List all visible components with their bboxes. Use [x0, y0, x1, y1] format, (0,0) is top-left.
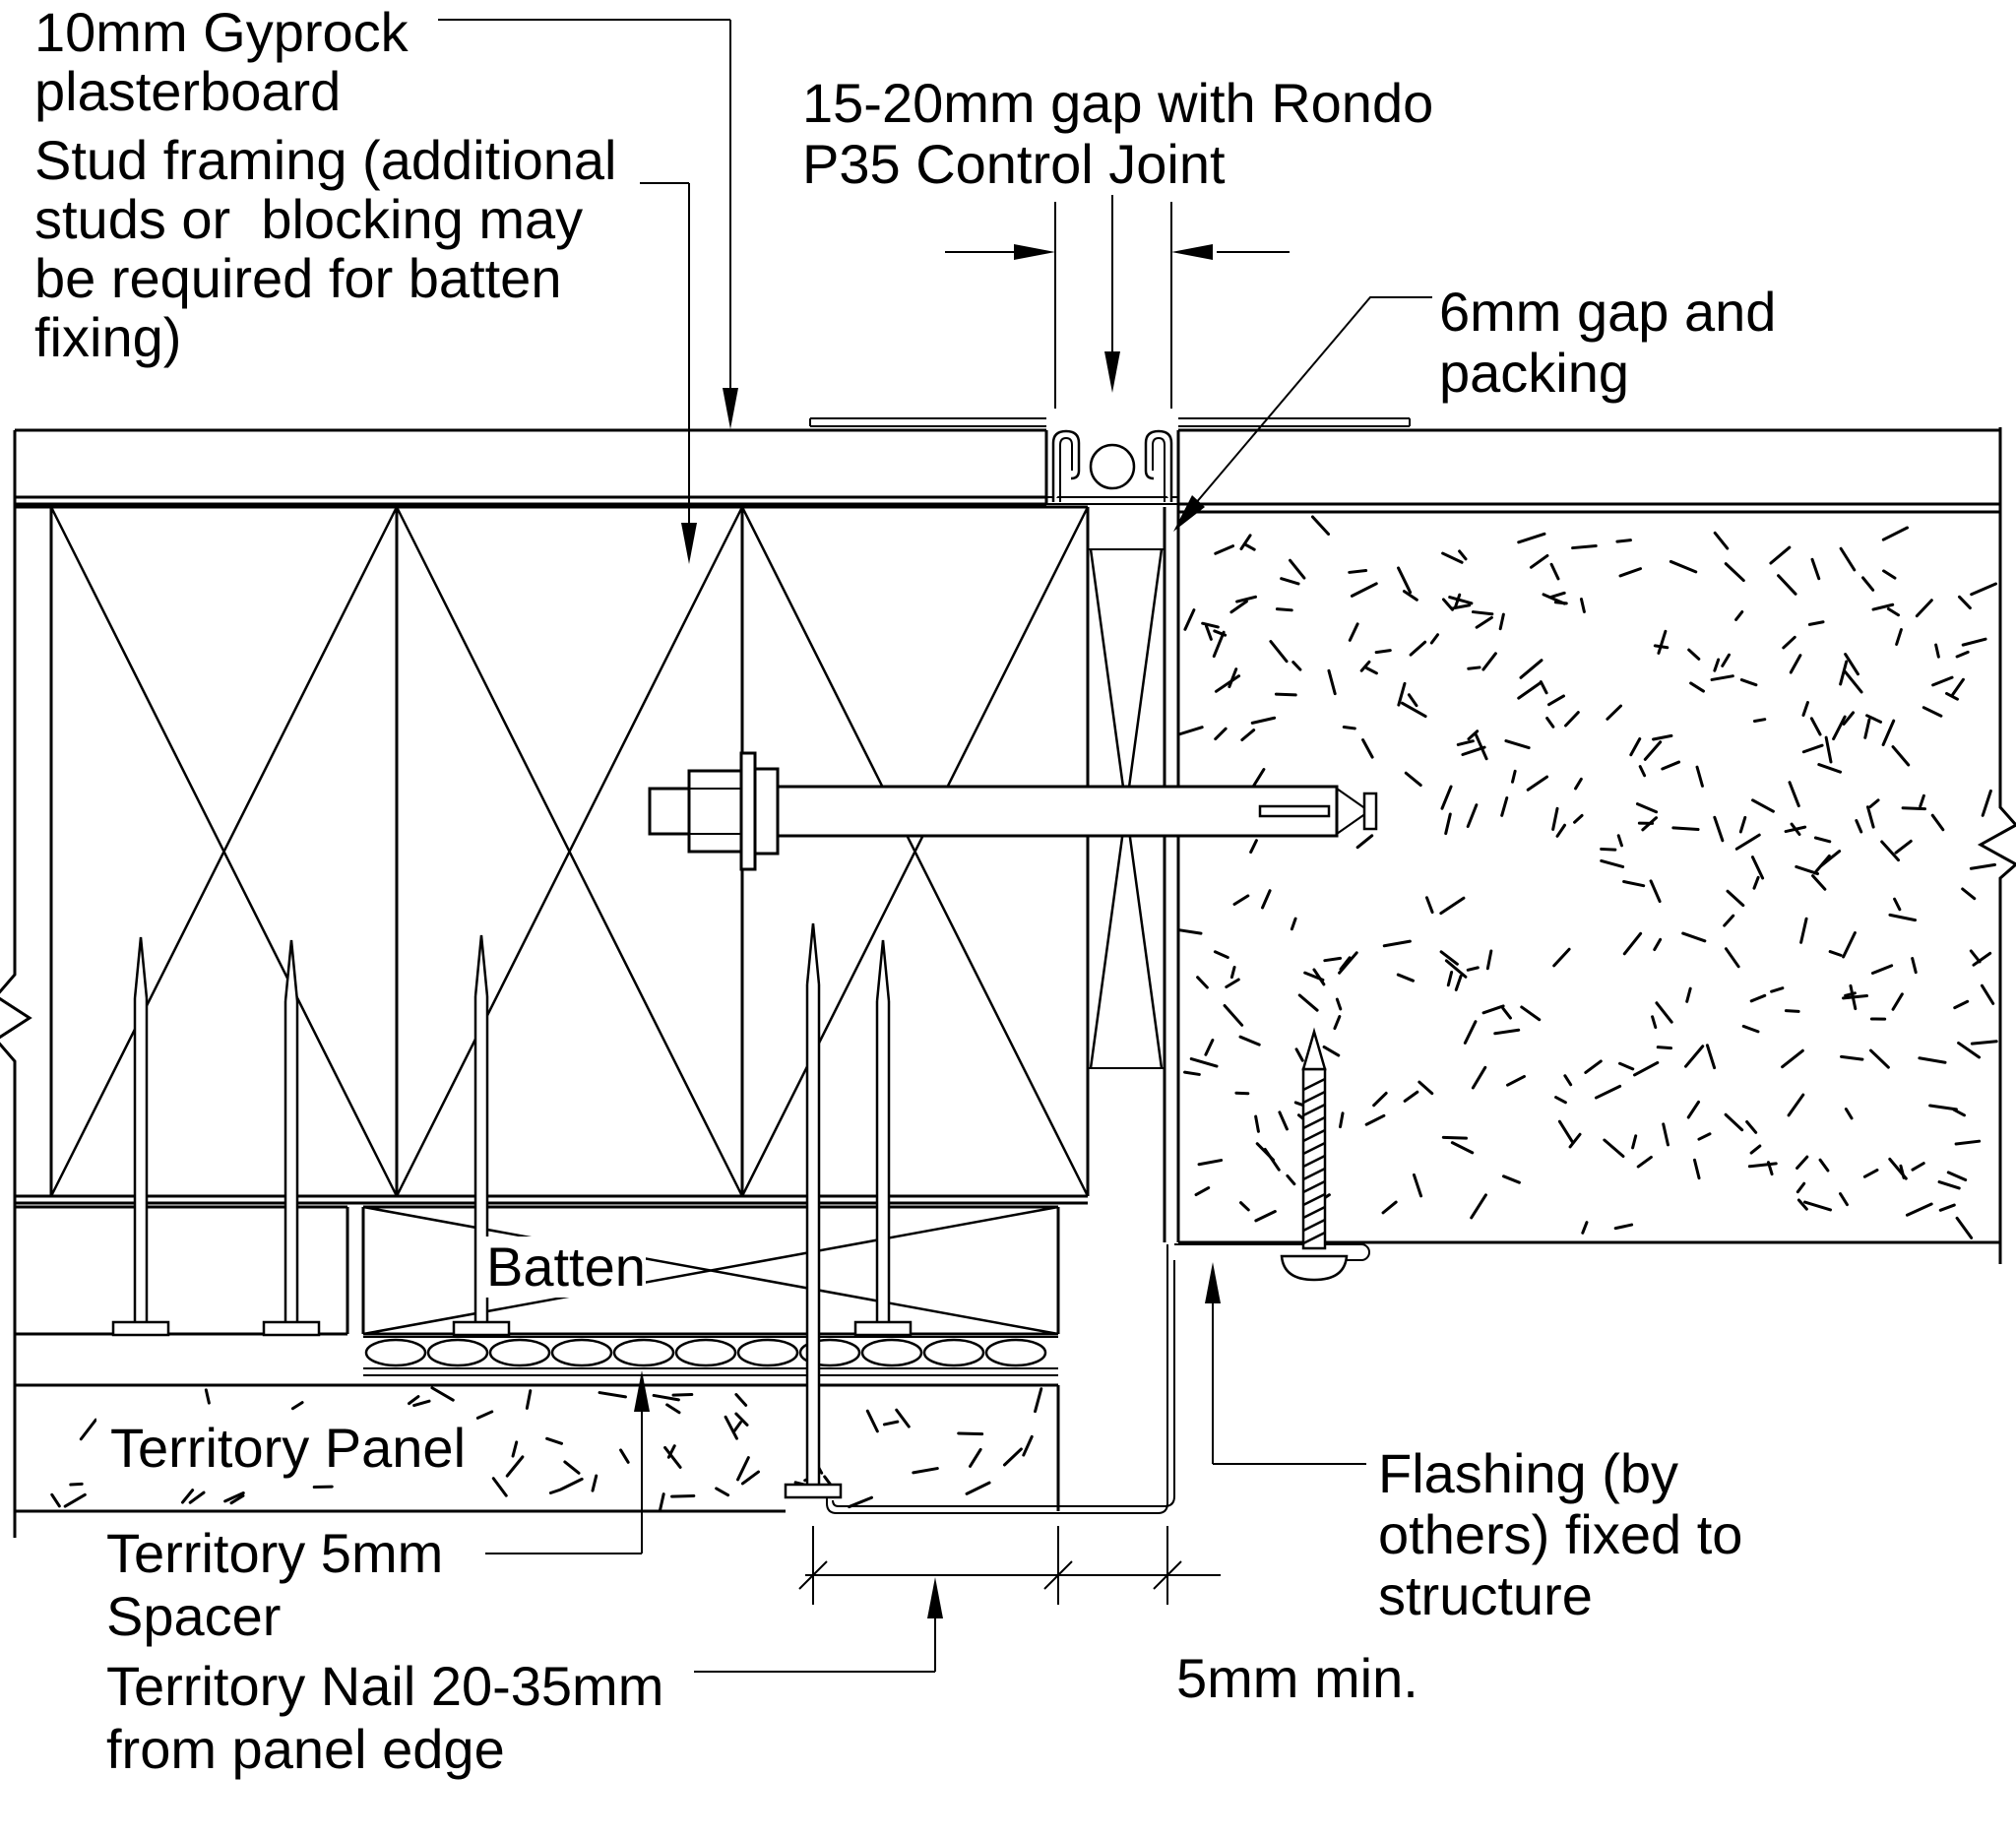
plasterboard-left	[15, 417, 1048, 506]
right-break-edge	[1977, 427, 2016, 1264]
stud-cross-bracing	[49, 506, 1090, 1197]
label-spacer-2: Spacer	[106, 1585, 281, 1647]
joint-roll	[1089, 443, 1136, 490]
stud-wall	[15, 505, 1090, 1205]
label-stud-4: fixing)	[34, 306, 181, 368]
label-gap-packing-2: packing	[1439, 342, 1629, 404]
batten-main	[361, 1205, 1060, 1336]
label-stud-1: Stud framing (additional	[34, 129, 616, 191]
label-control-joint-1: 15-20mm gap with Rondo	[802, 72, 1433, 134]
leader-gap-packing	[1173, 296, 1432, 532]
batten-cross	[362, 1205, 1059, 1336]
batten-label-mask	[478, 1237, 646, 1298]
text-labels: 10mm Gyprock plasterboard Stud framing (…	[34, 1, 1776, 1780]
control-joint-profile	[1046, 429, 1178, 505]
expansion-tip	[1362, 792, 1378, 831]
leader-flashing	[1205, 1262, 1366, 1465]
spacer-strip	[363, 1336, 1058, 1376]
dimension-control-joint-gap	[945, 195, 1290, 409]
panel-label-mask	[96, 1414, 474, 1479]
screw-head	[1280, 1254, 1349, 1282]
leader-gyprock	[438, 19, 738, 429]
label-batten: Batten	[486, 1236, 646, 1298]
label-nail-2: from panel edge	[106, 1718, 505, 1780]
nail	[853, 939, 913, 1337]
label-territory-panel: Territory Panel	[110, 1417, 466, 1479]
packing-strip	[1088, 507, 1166, 1242]
spacer-ovals	[364, 1338, 1047, 1367]
concrete-stipple-texture	[1177, 515, 1998, 1239]
label-flashing-3: structure	[1378, 1564, 1593, 1626]
leader-spacer	[485, 1370, 650, 1554]
label-spacer-1: Territory 5mm	[106, 1522, 443, 1584]
nail	[111, 936, 170, 1337]
screw-tip	[1301, 1027, 1327, 1071]
label-gyprock-2: plasterboard	[34, 60, 341, 122]
left-break-edge	[0, 430, 32, 1538]
label-min-gap: 5mm min.	[1176, 1647, 1418, 1709]
flashing-sheet	[826, 1243, 1370, 1514]
expansion-slot	[1258, 804, 1331, 818]
nail	[784, 922, 843, 1499]
label-flashing-1: Flashing (by	[1378, 1442, 1678, 1504]
territory-nails	[111, 922, 913, 1499]
label-gyprock-1: 10mm Gyprock	[34, 1, 410, 63]
label-gap-packing-1: 6mm gap and	[1439, 281, 1776, 343]
plasterboard-right	[1176, 417, 2000, 514]
label-stud-3: be required for batten	[34, 247, 561, 309]
label-flashing-2: others) fixed to	[1378, 1503, 1742, 1565]
screw-threads	[1302, 1077, 1326, 1245]
label-control-joint-2: P35 Control Joint	[802, 133, 1226, 195]
territory-panel	[15, 1383, 1060, 1513]
leader-stud-framing	[640, 182, 697, 564]
label-stud-2: studs or blocking may	[34, 188, 583, 250]
dimension-nail-edge	[694, 1526, 1221, 1673]
anchor-bolt	[648, 751, 1378, 871]
fixing-screw	[1280, 1027, 1349, 1282]
label-nail-1: Territory Nail 20-35mm	[106, 1655, 663, 1717]
nail	[262, 939, 321, 1337]
